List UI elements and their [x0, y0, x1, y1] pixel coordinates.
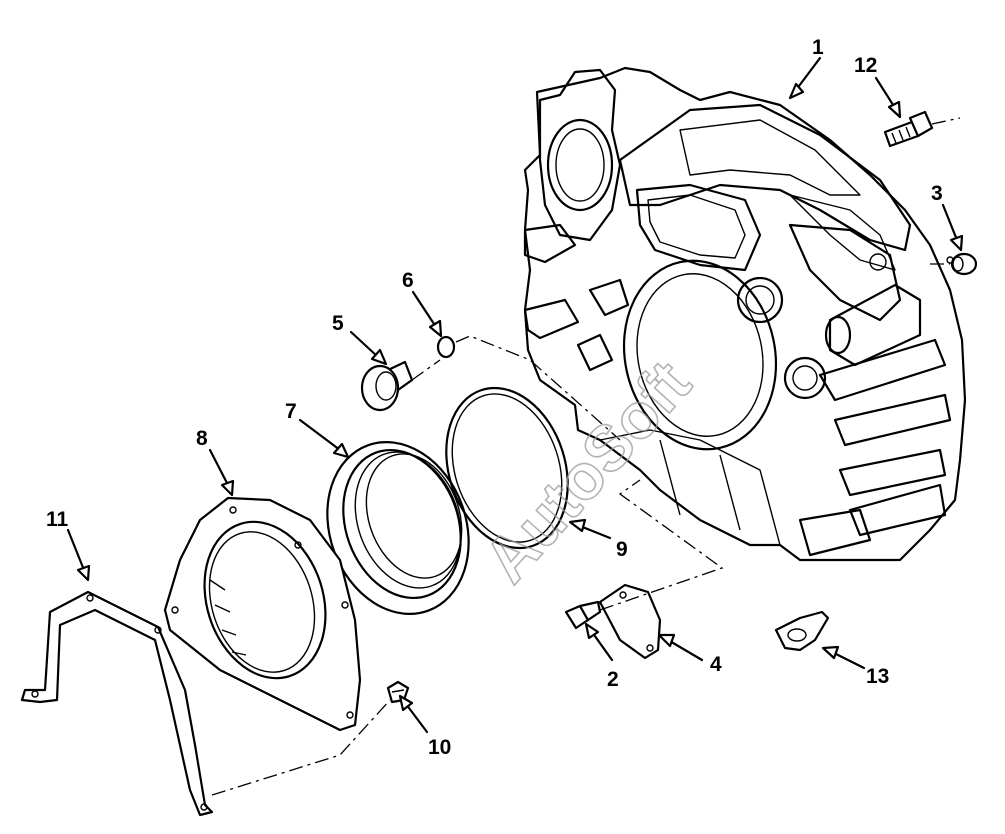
callout-11: 11: [46, 508, 69, 531]
callout-1: 1: [812, 36, 824, 59]
callout-10: 10: [428, 736, 451, 759]
assembly-lines: [211, 117, 961, 796]
callout-numbers: 1 2 3 4 5 6 7 8 9 10 11 12 13: [46, 36, 943, 759]
cap-5: [360, 360, 414, 412]
bolt-12: [883, 110, 934, 148]
callout-7: 7: [285, 400, 297, 423]
bolt-2: [564, 600, 602, 630]
callout-4: 4: [710, 653, 722, 676]
callout-5: 5: [332, 312, 344, 335]
callout-8: 8: [196, 427, 208, 450]
bracket-13: [774, 610, 830, 652]
callout-13: 13: [866, 665, 889, 688]
gasket-9: [445, 386, 569, 550]
callout-2: 2: [607, 668, 619, 691]
cover-plate-4: [598, 583, 662, 660]
callout-12: 12: [854, 54, 877, 77]
rear-cover-8: [163, 496, 362, 732]
callout-3: 3: [931, 182, 943, 205]
gasket-11: [20, 590, 214, 817]
oring-6: [436, 335, 456, 359]
leader-arrows: [66, 56, 964, 734]
callout-9: 9: [616, 538, 628, 561]
callout-6: 6: [402, 269, 414, 292]
flywheel-housing: [523, 66, 967, 562]
plug-3: [950, 252, 978, 276]
